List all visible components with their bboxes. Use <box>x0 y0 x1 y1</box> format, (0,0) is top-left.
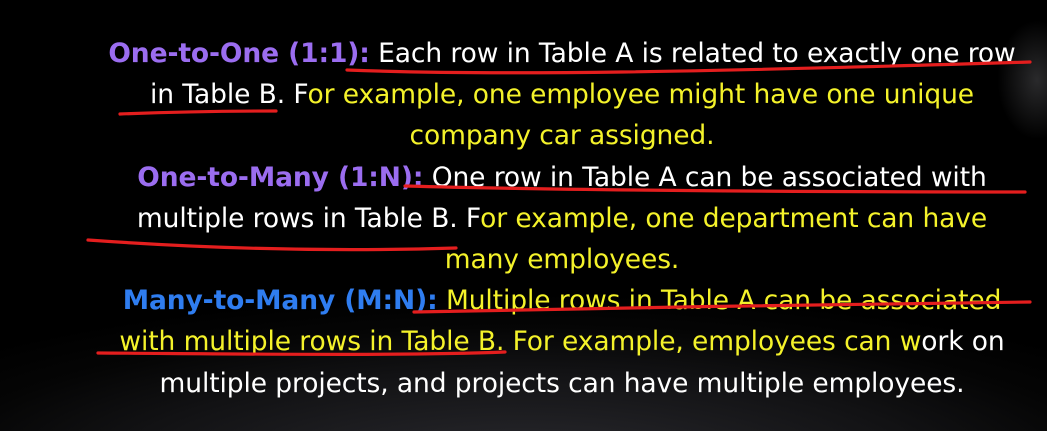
many-to-many-definition-part-2: with multiple rows in Table B. <box>119 326 505 358</box>
one-to-many-example-part-2: many employees. <box>444 244 680 276</box>
many-to-many-example-part-3: multiple projects, and projects can have… <box>159 367 965 399</box>
one-to-one-example-part-1: or example, one employee might have one … <box>307 79 975 111</box>
background-glow <box>997 20 1047 140</box>
one-to-many-definition-part-1: One row in Table A can be associated wit… <box>423 161 987 193</box>
one-to-one-line-2: in Table B. For example, one employee mi… <box>62 74 1047 115</box>
one-to-one-definition-part-2: in Table B. F <box>149 79 308 111</box>
one-to-many-line-3: many employees. <box>62 239 1047 280</box>
many-to-many-example-part-2: ork on <box>921 326 1005 358</box>
one-to-one-example-part-2: company car assigned. <box>409 120 715 152</box>
one-to-many-example-part-1: or example, one department can have <box>480 202 988 234</box>
many-to-many-line-1: Many-to-Many (M:N): Multiple rows in Tab… <box>62 280 1047 321</box>
many-to-many-line-3: multiple projects, and projects can have… <box>62 363 1047 404</box>
one-to-one-term: One-to-One (1:1): <box>108 38 370 69</box>
many-to-many-definition-part-1: Multiple rows in Table A can be associat… <box>437 285 1002 317</box>
many-to-many-example-part-1: For example, employees can w <box>504 326 922 358</box>
one-to-many-term: One-to-Many (1:N): <box>137 161 424 193</box>
one-to-one-definition-part-1: Each row in Table A is related to exactl… <box>369 38 1016 69</box>
relationship-types-text: One-to-One (1:1): Each row in Table A is… <box>62 33 1047 404</box>
one-to-one-line-1: One-to-One (1:1): Each row in Table A is… <box>62 33 1047 74</box>
one-to-many-definition-part-2: multiple rows in Table B. F <box>136 202 481 234</box>
many-to-many-term: Many-to-Many (M:N): <box>122 285 438 317</box>
many-to-many-line-2: with multiple rows in Table B. For examp… <box>62 321 1047 362</box>
one-to-many-line-2: multiple rows in Table B. For example, o… <box>62 198 1047 239</box>
one-to-many-line-1: One-to-Many (1:N): One row in Table A ca… <box>62 157 1047 198</box>
one-to-one-line-3: company car assigned. <box>62 115 1047 156</box>
